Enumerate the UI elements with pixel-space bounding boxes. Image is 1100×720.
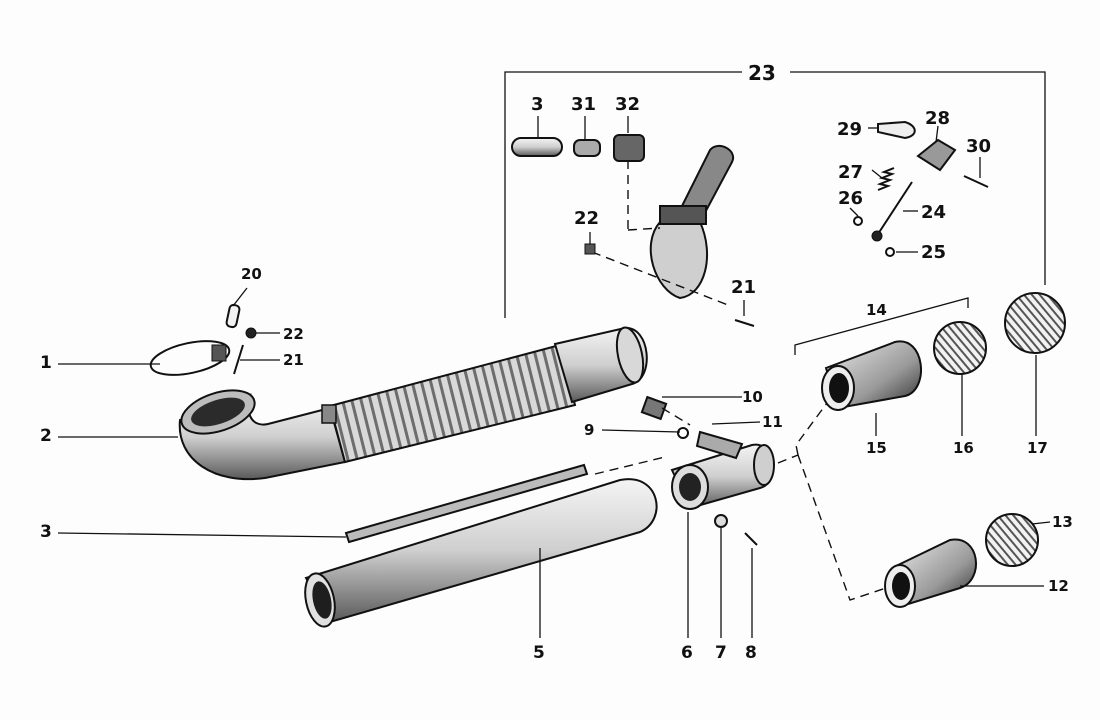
callout-13: 13 — [1052, 513, 1073, 531]
callout-29: 29 — [837, 119, 862, 140]
part-31-fitting — [573, 139, 601, 157]
part-3-hose-piece — [511, 137, 563, 157]
part-7-nut — [714, 514, 728, 528]
callout-24: 24 — [921, 202, 946, 223]
part-5-blower-tube — [304, 478, 658, 628]
callout-16: 16 — [953, 439, 974, 457]
part-24-rod — [871, 181, 913, 242]
callout-28: 28 — [925, 108, 950, 129]
callout-10: 10 — [742, 388, 763, 406]
callout-labels: 1 2 3 5 6 7 8 9 10 11 12 13 14 15 16 17 … — [40, 61, 1073, 663]
part-16-grille — [933, 321, 987, 375]
part-25-ring — [885, 247, 895, 257]
callout-30: 30 — [966, 136, 991, 157]
callout-26: 26 — [838, 188, 863, 209]
part-1-hose-clamp — [149, 340, 231, 376]
callout-3-group: 3 — [531, 94, 544, 115]
part-15-nozzle — [821, 340, 922, 411]
callout-5: 5 — [533, 643, 545, 663]
callout-32: 32 — [615, 94, 640, 115]
part-21-screw — [233, 344, 244, 375]
part-2-elbow-hose — [178, 326, 648, 481]
callout-1: 1 — [40, 353, 52, 373]
group-23-bracket — [504, 71, 1046, 318]
assembly-lines — [594, 387, 887, 601]
callout-12: 12 — [1048, 577, 1069, 595]
part-8-bolt — [744, 532, 758, 546]
part-28-lever — [916, 138, 957, 172]
bracket-14 — [794, 297, 969, 355]
callout-15: 15 — [866, 439, 887, 457]
callout-8: 8 — [745, 643, 757, 663]
callout-11: 11 — [762, 413, 783, 431]
callout-25: 25 — [921, 242, 946, 263]
part-22-nut — [245, 327, 257, 339]
leader-lines — [57, 116, 1051, 638]
part-30-screw — [963, 175, 989, 188]
callout-6: 6 — [681, 643, 693, 663]
handle-assembly — [584, 144, 755, 327]
callout-7: 7 — [715, 643, 727, 663]
part-29-spring-pin — [877, 120, 916, 140]
part-10-valve-body — [640, 395, 668, 421]
part-12-nozzle — [884, 538, 977, 608]
callout-20: 20 — [241, 265, 262, 283]
part-32-nut — [613, 134, 645, 162]
callout-22: 22 — [283, 325, 304, 343]
callout-21: 21 — [283, 351, 304, 369]
part-27-spring — [876, 167, 896, 191]
callout-31: 31 — [571, 94, 596, 115]
part-3-rod — [344, 463, 589, 544]
callout-23: 23 — [748, 61, 776, 85]
callout-3: 3 — [40, 522, 52, 542]
part-26-ring — [853, 216, 863, 226]
part-6-connector — [670, 430, 775, 510]
callout-22-group: 22 — [574, 208, 599, 229]
part-13-grille — [985, 513, 1039, 567]
callout-14: 14 — [866, 301, 887, 319]
part-9-washer — [677, 427, 689, 439]
callout-21-group: 21 — [731, 277, 756, 298]
callout-27: 27 — [838, 162, 863, 183]
part-17-grille — [1004, 292, 1066, 354]
callout-9: 9 — [584, 421, 594, 439]
callout-17: 17 — [1027, 439, 1048, 457]
callout-2: 2 — [40, 426, 52, 446]
part-20-sleeve — [225, 303, 241, 329]
